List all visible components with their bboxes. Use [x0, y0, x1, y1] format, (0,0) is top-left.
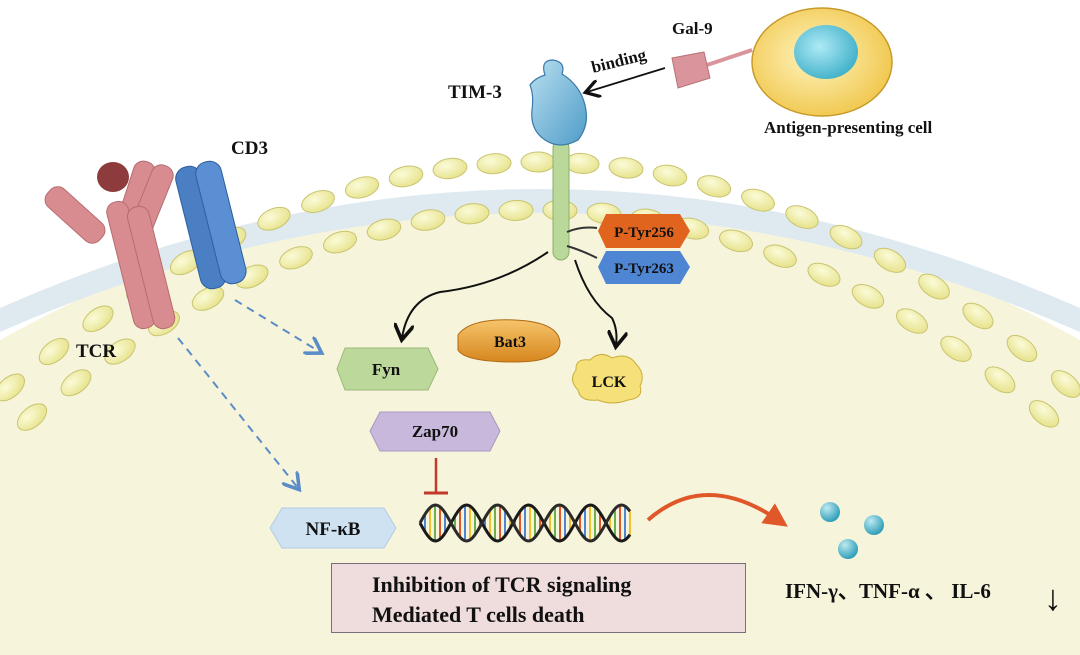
tcr-label: TCR [76, 341, 116, 362]
lipid-head [16, 403, 48, 431]
zap70-node: Zap70 [369, 411, 501, 452]
lipid-head [191, 286, 225, 311]
arrow-tim3-to-fyn [402, 251, 549, 338]
apc-label: Antigen-presenting cell [764, 118, 933, 137]
fyn-node: Fyn [336, 347, 439, 391]
lipid-head [652, 164, 688, 187]
tcr-receptor [44, 160, 176, 330]
lipid-head [301, 190, 335, 214]
cd3-label: CD3 [231, 138, 268, 159]
lipid-head [82, 305, 114, 333]
ptyr263-label: P-Tyr263 [614, 261, 674, 277]
lipid-head [696, 175, 732, 198]
lipid-head [608, 157, 644, 179]
lipid-head [520, 151, 556, 173]
binding-label: binding [589, 45, 648, 77]
lipid-head [344, 176, 380, 199]
lipid-head [257, 206, 291, 231]
gal9-ligand [671, 48, 753, 89]
lipid-head [366, 218, 402, 241]
lipid-head [896, 308, 928, 334]
lipid-head [1050, 370, 1080, 398]
dna-helix [418, 503, 632, 543]
tim3-label: TIM-3 [448, 82, 502, 103]
lipid-head [829, 224, 863, 250]
lipid-head [718, 229, 753, 253]
dna-strand [418, 503, 632, 543]
lipid-head [498, 199, 534, 221]
lipid-head [476, 153, 512, 175]
fyn-label: Fyn [372, 360, 401, 379]
lipid-head [807, 262, 841, 287]
ptyr256-label: P-Tyr256 [614, 225, 674, 241]
cytokine-particles [820, 502, 884, 559]
dna-strand [418, 503, 632, 543]
lipid-head [38, 337, 70, 366]
zap70-label: Zap70 [412, 422, 458, 441]
binding-arrow [587, 67, 666, 92]
lipid-head [1028, 400, 1060, 428]
lipid-head [873, 247, 907, 273]
lipid-head [763, 244, 797, 268]
ptyr256-badge: P-Tyr256 [598, 214, 690, 248]
lipid-head [388, 165, 424, 188]
cytokines-label: IFN-γ、TNF-α 、 IL-6 [785, 579, 991, 603]
lipid-head [323, 230, 357, 254]
bat3-label: Bat3 [494, 334, 526, 351]
lipid-head [454, 203, 490, 225]
summary-line-1: Inhibition of TCR signaling [372, 572, 632, 597]
lipid-head [564, 152, 600, 174]
lipid-head [785, 205, 819, 229]
arrow-dna-to-cytokines [646, 493, 788, 527]
lipid-head [741, 188, 775, 212]
dashed-arrow-cd3-to-fyn [234, 299, 320, 352]
lipid-head [104, 338, 136, 365]
lipid-head [0, 373, 25, 402]
tim3-receptor [529, 59, 598, 261]
gal9-label: Gal-9 [672, 19, 713, 38]
cytokine-particle [820, 502, 840, 522]
lipid-head [1006, 334, 1038, 362]
down-arrow-icon: ↓ [1044, 578, 1062, 618]
lck-label: LCK [592, 374, 627, 391]
lipid-head [984, 366, 1016, 394]
lipid-head [60, 369, 92, 397]
lipid-head [279, 246, 313, 270]
summary-line-2: Mediated T cells death [372, 602, 585, 627]
inhibition-symbol [424, 458, 448, 495]
cytokine-particle [838, 539, 858, 559]
antigen-presenting-cell [751, 7, 893, 117]
dashed-arrow-tcr-to-nfkb [177, 337, 298, 488]
lipid-head [918, 273, 950, 300]
cytoplasm [0, 190, 1080, 655]
lipid-head [851, 283, 885, 309]
summary-box: Inhibition of TCR signaling Mediated T c… [331, 563, 746, 633]
lck-node: LCK [572, 354, 643, 404]
lipid-head [940, 335, 972, 362]
lipid-head [410, 209, 446, 231]
lipid-head [432, 157, 468, 180]
nfkb-node: NF-κB [269, 507, 397, 549]
arrow-tim3-to-lck [574, 259, 617, 345]
ptyr263-badge: P-Tyr263 [598, 251, 690, 284]
bat3-node: Bat3 [457, 319, 561, 363]
cd3-receptor [175, 160, 247, 290]
cytokine-particle [864, 515, 884, 535]
lipid-head [962, 302, 994, 330]
nfkb-label: NF-κB [306, 519, 361, 540]
